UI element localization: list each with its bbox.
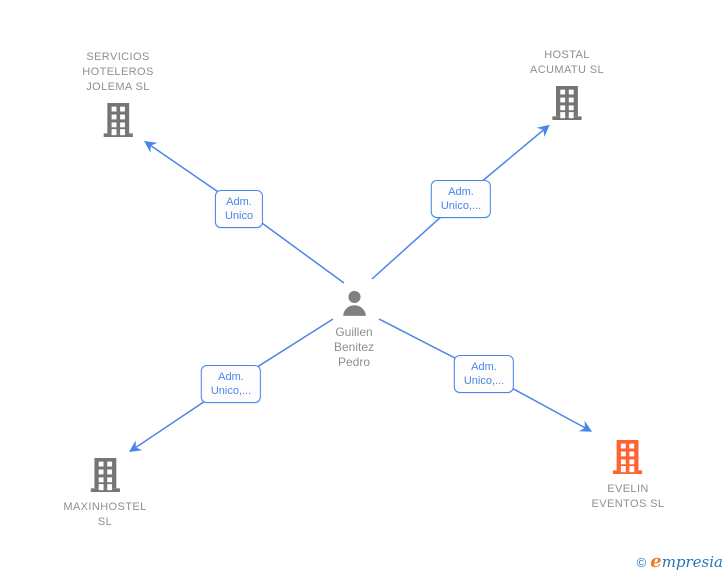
company-node-maxinhostel[interactable]: MAXINHOSTEL SL	[63, 458, 146, 530]
company-name: EVELIN EVENTOS SL	[591, 483, 665, 510]
edge-label-text: Adm.	[471, 361, 497, 373]
building-icon-highlighted	[613, 440, 643, 474]
company-node-servicios-hoteleros-jolema[interactable]: SERVICIOS HOTELEROS JOLEMA SL	[82, 50, 153, 137]
edge-label-top-left[interactable]: Adm. Unico	[214, 190, 264, 228]
edge-label-text: Unico	[224, 210, 254, 222]
company-name: HOSTAL ACUMATU SL	[529, 49, 605, 76]
edge-label-top-right[interactable]: Adm. Unico,...	[430, 180, 492, 218]
person-name: Guillen Benitez Pedro	[333, 325, 375, 369]
edge-label-text: Unico,...	[463, 375, 505, 387]
copyright-symbol: ©	[636, 555, 647, 570]
company-name: SERVICIOS HOTELEROS JOLEMA SL	[82, 51, 154, 93]
edge-label-bottom-left[interactable]: Adm. Unico,...	[200, 365, 262, 403]
edge-label-text: Adm.	[226, 196, 252, 208]
edge-label-bottom-right[interactable]: Adm. Unico,...	[453, 355, 515, 393]
edge-label-text: Unico,...	[440, 200, 482, 212]
edge-label-text: Adm.	[448, 186, 474, 198]
person-icon	[342, 290, 366, 316]
edge-label-text: Unico,...	[210, 385, 252, 397]
building-icon	[552, 86, 582, 120]
building-icon	[103, 103, 133, 137]
building-icon	[90, 458, 120, 492]
company-node-hostal-acumatu[interactable]: HOSTAL ACUMATU SL	[530, 48, 604, 120]
empresia-logo[interactable]: © empresia	[637, 551, 723, 572]
company-node-evelin-eventos[interactable]: EVELIN EVENTOS SL	[592, 440, 665, 512]
edge-label-text: Adm.	[218, 371, 244, 383]
person-node-guillen-benitez-pedro[interactable]: Guillen Benitez Pedro	[334, 290, 374, 370]
company-name: MAXINHOSTEL SL	[63, 501, 147, 528]
brand-wordmark: empresia	[650, 551, 723, 572]
